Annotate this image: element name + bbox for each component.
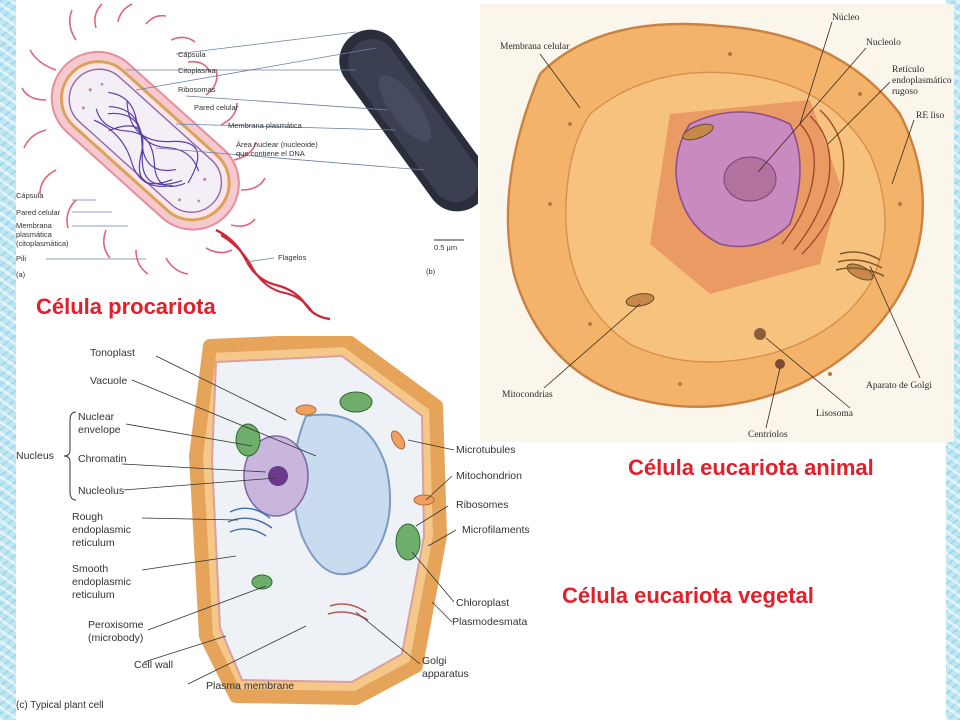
label-cell-wall: Cell wall: [134, 659, 173, 671]
left-decorative-border: [0, 0, 16, 720]
label-plasmodesmata: Plasmodesmata: [452, 616, 527, 628]
label-pared-celular-left: Pared celular: [16, 208, 61, 217]
label-scale: 0.5 µm: [434, 243, 457, 252]
plant-cell-diagram: Tonoplast Vacuole Nucleus Nuclear envelo…: [16, 336, 576, 720]
lysosome: [754, 328, 766, 340]
label-smooth-endoplasmic: endoplasmic: [72, 576, 131, 588]
label-flagelos: Flagelos: [278, 253, 307, 262]
label-re-liso: RE liso: [916, 111, 944, 121]
label-mitochondrion: Mitochondrion: [456, 470, 522, 482]
centrioles: [775, 359, 785, 369]
label-rugoso: rugoso: [892, 87, 918, 97]
title-prokaryote: Célula procariota: [36, 294, 216, 319]
label-centriolos: Centríolos: [748, 430, 788, 440]
label-plasma-membrane: Plasma membrane: [206, 680, 294, 692]
label-nucleolus: Nucleolus: [78, 485, 124, 497]
label-envelope: envelope: [78, 424, 121, 436]
slide-content: Cápsula Citoplasma Ribosomas Pared celul…: [16, 0, 954, 720]
title-plant: Célula eucariota vegetal: [562, 583, 814, 608]
label-plant-caption: (c) Typical plant cell: [16, 700, 104, 711]
label-reticulo: Retículo: [892, 65, 924, 75]
plant-mitochondria: [295, 404, 435, 506]
label-rough-endoplasmic: endoplasmic: [72, 524, 131, 536]
title-animal: Célula eucariota animal: [628, 455, 874, 480]
label-nucleolo: Nucleolo: [866, 38, 901, 48]
label-microtubules: Microtubules: [456, 444, 516, 456]
label-vacuole: Vacuole: [90, 375, 127, 387]
label-membrana-plasmatica-left: plasmática: [16, 230, 53, 239]
label-smooth-reticulum: reticulum: [72, 589, 115, 601]
label-golgi: Golgi: [422, 655, 447, 667]
label-chloroplast: Chloroplast: [456, 597, 509, 609]
nucleus-bracket: [63, 411, 77, 501]
golgi-apparatus: [835, 251, 885, 277]
label-chromatin: Chromatin: [78, 453, 127, 465]
label-pared-celular: Pared celular: [194, 103, 239, 112]
label-panel-a: (a): [16, 270, 26, 279]
label-panel-b: (b): [426, 267, 436, 276]
label-capsula: Cápsula: [178, 50, 206, 59]
label-microbody: (microbody): [88, 632, 143, 644]
label-smooth: Smooth: [72, 563, 108, 575]
animal-cell-diagram: Membrana celular Núcleo Nucleolo Retícul…: [480, 4, 954, 442]
plant-golgi: [327, 603, 369, 621]
label-membrana: Membrana: [16, 221, 53, 230]
nucleoid-dna: [93, 91, 200, 187]
bacterium-pili: [21, 3, 266, 275]
label-citoplasma: Citoplasma: [178, 66, 216, 75]
label-membrana-plasmatica: Membrana plasmática: [228, 121, 303, 130]
animal-nucleolus: [723, 156, 777, 202]
label-membrana-celular: Membrana celular: [500, 42, 570, 52]
label-golgi-apparatus: apparatus: [422, 668, 469, 680]
label-tonoplast: Tonoplast: [90, 347, 135, 359]
label-microfilaments: Microfilaments: [462, 524, 530, 536]
label-capsula-left: Cápsula: [16, 191, 44, 200]
label-endoplasmatico: endoplasmático: [892, 76, 952, 86]
label-area-nuclear-dna: que contiene el DNA: [236, 149, 305, 158]
chloroplasts: [235, 391, 421, 590]
label-mitocondrias: Mitocondrias: [502, 390, 553, 400]
plant-er: [227, 507, 273, 537]
label-nuclear: Nuclear: [78, 411, 115, 423]
prokaryote-diagram: Cápsula Citoplasma Ribosomas Pared celul…: [16, 0, 478, 330]
plant-nucleolus: [268, 466, 288, 486]
rough-er: [781, 109, 845, 255]
label-rough-reticulum: reticulum: [72, 537, 115, 549]
label-nucleo: Núcleo: [832, 13, 860, 23]
label-peroxisome: Peroxisome: [88, 619, 144, 631]
label-pili: Pili: [16, 254, 26, 263]
label-aparato-golgi: Aparato de Golgi: [866, 381, 932, 391]
label-citoplasmatica: (citoplasmática): [16, 239, 69, 248]
label-ribosomes: Ribosomes: [456, 499, 509, 511]
label-rough: Rough: [72, 511, 103, 523]
label-nucleus: Nucleus: [16, 450, 54, 462]
label-area-nuclear: Área nuclear (nucleoide): [236, 140, 318, 149]
bacterium-micrograph: [339, 29, 478, 212]
label-ribosomas: Ribosomas: [178, 85, 216, 94]
label-lisosoma: Lisosoma: [816, 409, 854, 419]
bacterium-body: [50, 50, 240, 231]
